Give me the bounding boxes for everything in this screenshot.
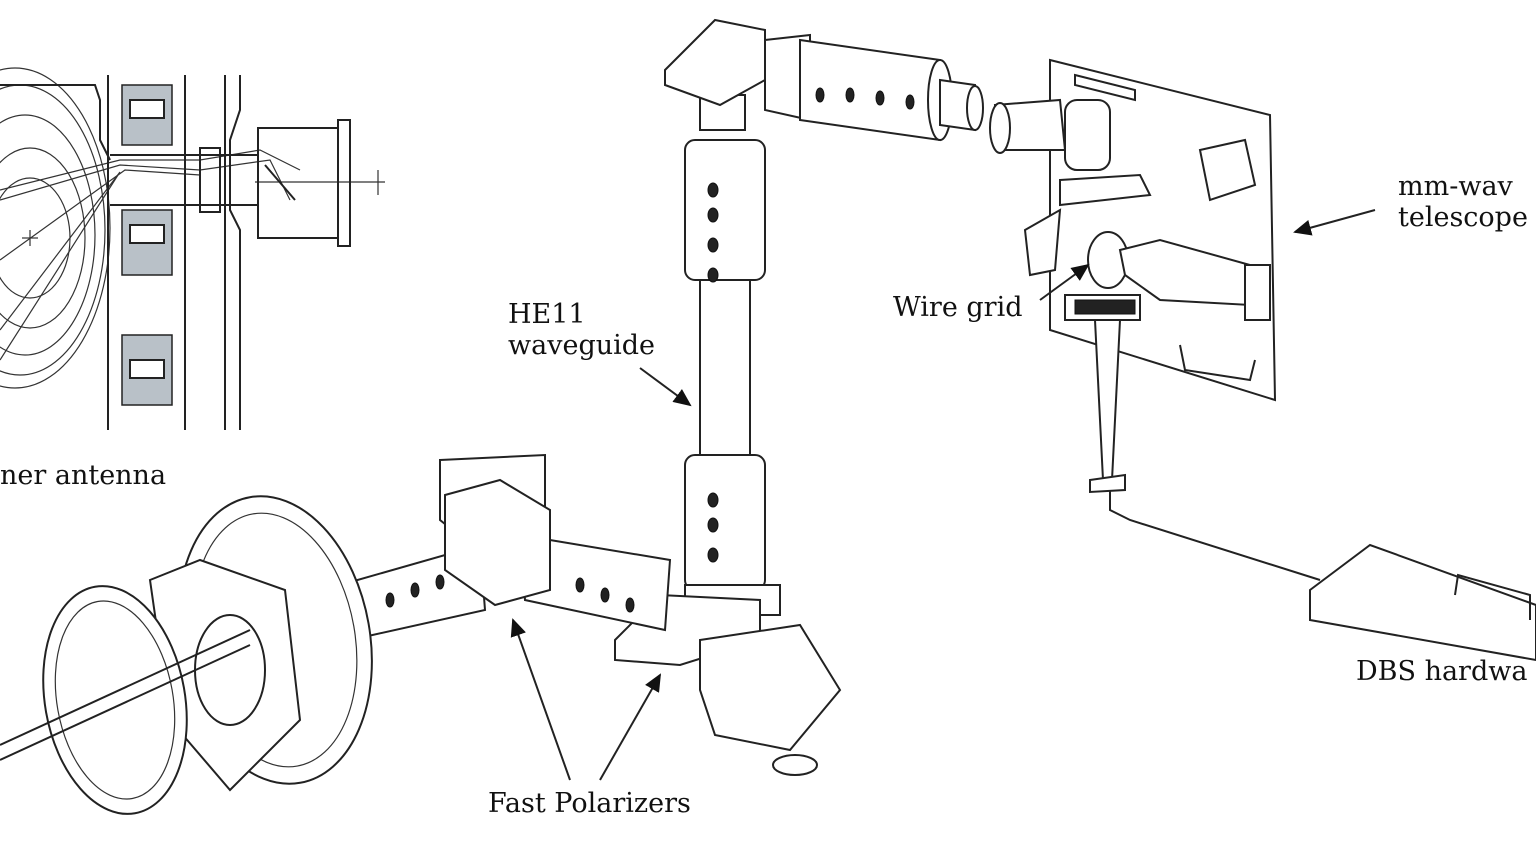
inner-antenna-cross-section (0, 67, 385, 430)
fast-polarizers-label: Fast Polarizers (488, 788, 691, 819)
wire-grid-label: Wire grid (893, 292, 1023, 323)
telescope-label-line2: telescope (1398, 202, 1528, 233)
dbs-hardware-box (1309, 543, 1536, 662)
telescope-label-line1: mm-wav (1398, 171, 1513, 202)
top-mitre-bend (664, 18, 984, 142)
port-flange-assembly (0, 495, 373, 815)
he11-label-line1: HE11 (508, 299, 586, 330)
annotation-arrows (510, 209, 1376, 781)
dbs-hardware-label: DBS hardwa (1356, 656, 1528, 687)
wire-grid-arrow (1039, 263, 1090, 301)
fast-polarizers (338, 453, 672, 642)
telescope-arrow (1293, 209, 1376, 236)
inner-antenna-label: ner antenna (0, 460, 167, 491)
he11-label-line2: waveguide (508, 330, 656, 361)
polarizer-arrow-left (510, 618, 571, 781)
he11-waveguide (684, 94, 781, 616)
he11-arrow (639, 367, 692, 407)
mm-wave-telescope (989, 58, 1321, 581)
polarizer-arrow-right (599, 673, 661, 781)
